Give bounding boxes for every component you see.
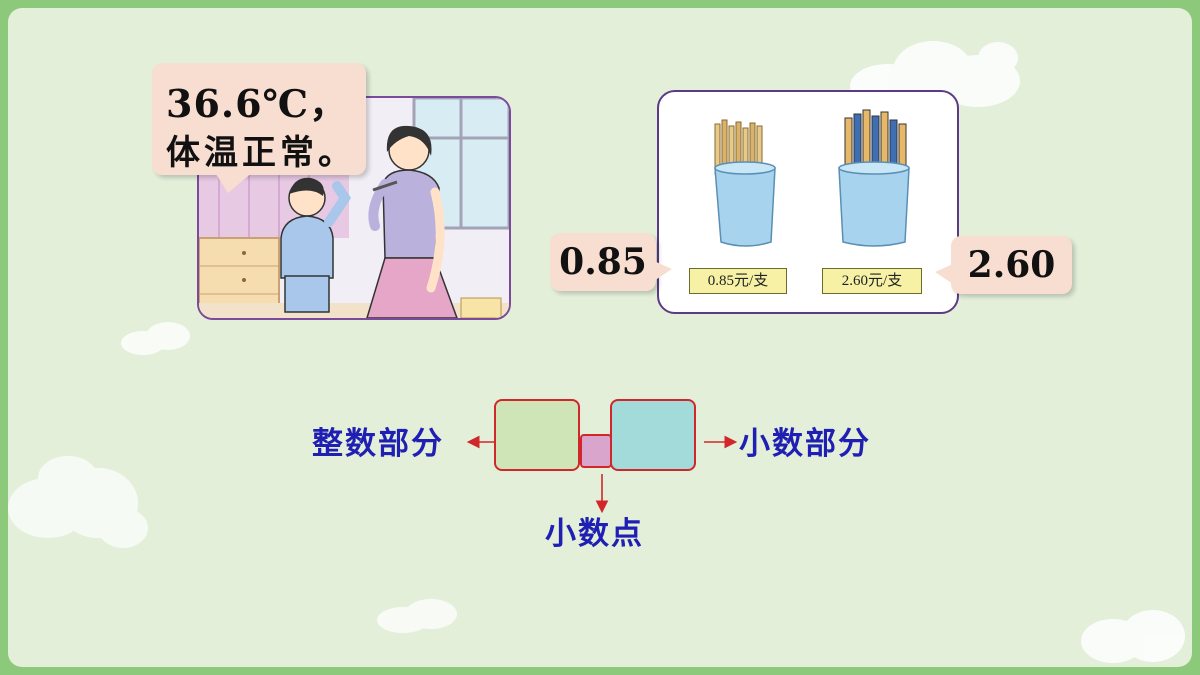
- bubble-tail: [654, 261, 672, 281]
- cloud-decoration: [118, 318, 198, 358]
- temperature-status: 体温正常。: [166, 133, 356, 173]
- pencil-cup-icon: [714, 119, 776, 247]
- price-bubble-left: 0.85: [550, 233, 672, 291]
- decimal-point-box: [580, 434, 612, 468]
- cloud-decoration: [1078, 606, 1188, 666]
- temperature-reading: 36.6℃，: [166, 81, 349, 126]
- bubble-tail: [214, 171, 254, 193]
- integer-part-label: 整数部分: [312, 426, 444, 462]
- price-value-left: 0.85: [559, 241, 647, 283]
- decimal-point-label: 小数点: [545, 516, 644, 552]
- temperature-speech-bubble: 36.6℃， 体温正常。: [152, 63, 366, 193]
- integer-part-box: [494, 399, 580, 471]
- pen-cup-icon: [838, 109, 910, 247]
- decimal-part-label: 小数部分: [739, 426, 871, 462]
- decimal-part-box: [610, 399, 696, 471]
- cloud-decoration: [8, 448, 148, 558]
- price-value-right: 2.60: [967, 244, 1056, 286]
- price-tag-pencil: 0.85元/支: [689, 268, 787, 294]
- price-bubble-right: 2.60: [935, 236, 1072, 294]
- bubble-tail: [935, 264, 953, 284]
- price-tag-pen: 2.60元/支: [822, 268, 922, 294]
- cloud-decoration: [373, 596, 463, 636]
